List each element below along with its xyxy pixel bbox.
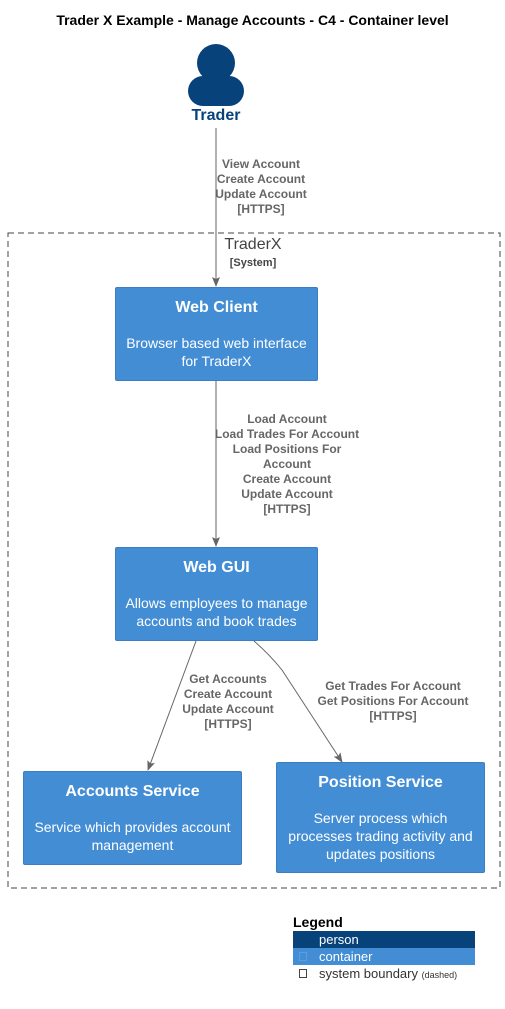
legend-label-boundary-note: (dashed) [421,970,458,980]
container-position-service[interactable]: Position Service Server process which pro… [276,762,485,873]
text-line: [HTTPS] [263,502,311,516]
legend-item-person: person [293,931,475,948]
boundary-tag: [System] [229,257,277,269]
legend-item-boundary: system boundary (dashed) [293,965,475,982]
system-boundary [7,232,501,889]
legend-label-boundary: system boundary [319,966,418,981]
legend-swatch-boundary [299,969,307,978]
text-line: Load Account [247,412,327,426]
text-line: Load Trades For Account [214,427,360,441]
legend-swatch-person [299,935,307,944]
legend-swatch-container [299,952,307,961]
container-web-gui[interactable]: Web GUI Allows employees to manage accoun… [115,547,318,641]
legend: Legend person container system boundary … [293,914,475,982]
container-name: Accounts Service [65,783,200,800]
text-line: View Account [221,157,301,171]
text-line: Create Account [216,172,306,186]
container-name: Position Service [318,774,443,791]
container-description: Browser based web interface for TraderX [116,334,317,370]
text-line: Service which provides account [34,819,231,835]
text-line: accounts and book trades [136,613,297,629]
text-line: for TraderX [181,353,252,369]
person-label: Trader [191,107,241,124]
person-icon [188,44,244,106]
arrow-webgui-to-position [253,640,343,763]
legend-title: Legend [293,914,343,930]
container-web-client[interactable]: Web Client Browser based web interface fo… [115,287,318,381]
text-line: management [91,837,174,853]
legend-label-person: person [319,932,359,947]
text-line: processes trading activity and [288,828,473,844]
text-line: Update Account [241,487,333,501]
text-line: Create Account [183,687,273,701]
text-line: Get Accounts [189,672,267,686]
container-description: Server process which processes trading ac… [277,809,484,863]
text-line: Create Account [242,472,332,486]
text-line: Account [263,457,311,471]
text-line: Server process which [313,810,448,826]
text-line: updates positions [326,846,435,862]
boundary-name: TraderX [224,236,282,253]
diagram-title: Trader X Example - Manage Accounts - C4 … [56,12,449,28]
text-line: Load Positions For [232,442,342,456]
text-line: Get Trades For Account [325,679,461,693]
text-line: Browser based web interface [126,335,307,351]
legend-item-container: container [293,948,475,965]
container-description: Allows employees to manage accounts and b… [116,594,317,630]
text-line: Update Account [215,187,307,201]
text-line: [HTTPS] [237,202,285,216]
container-name: Web GUI [183,559,250,576]
container-accounts-service[interactable]: Accounts Service Service which provides … [23,771,242,865]
container-description: Service which provides account management [24,818,241,854]
arrow-webgui-to-accounts [147,640,197,771]
text-line: Allows employees to manage [125,595,308,611]
legend-label-container: container [319,949,373,964]
container-name: Web Client [175,299,258,316]
text-line: [HTTPS] [369,709,417,723]
text-line: Get Positions For Account [317,694,469,708]
text-line: Update Account [182,702,274,716]
text-line: [HTTPS] [204,717,252,731]
